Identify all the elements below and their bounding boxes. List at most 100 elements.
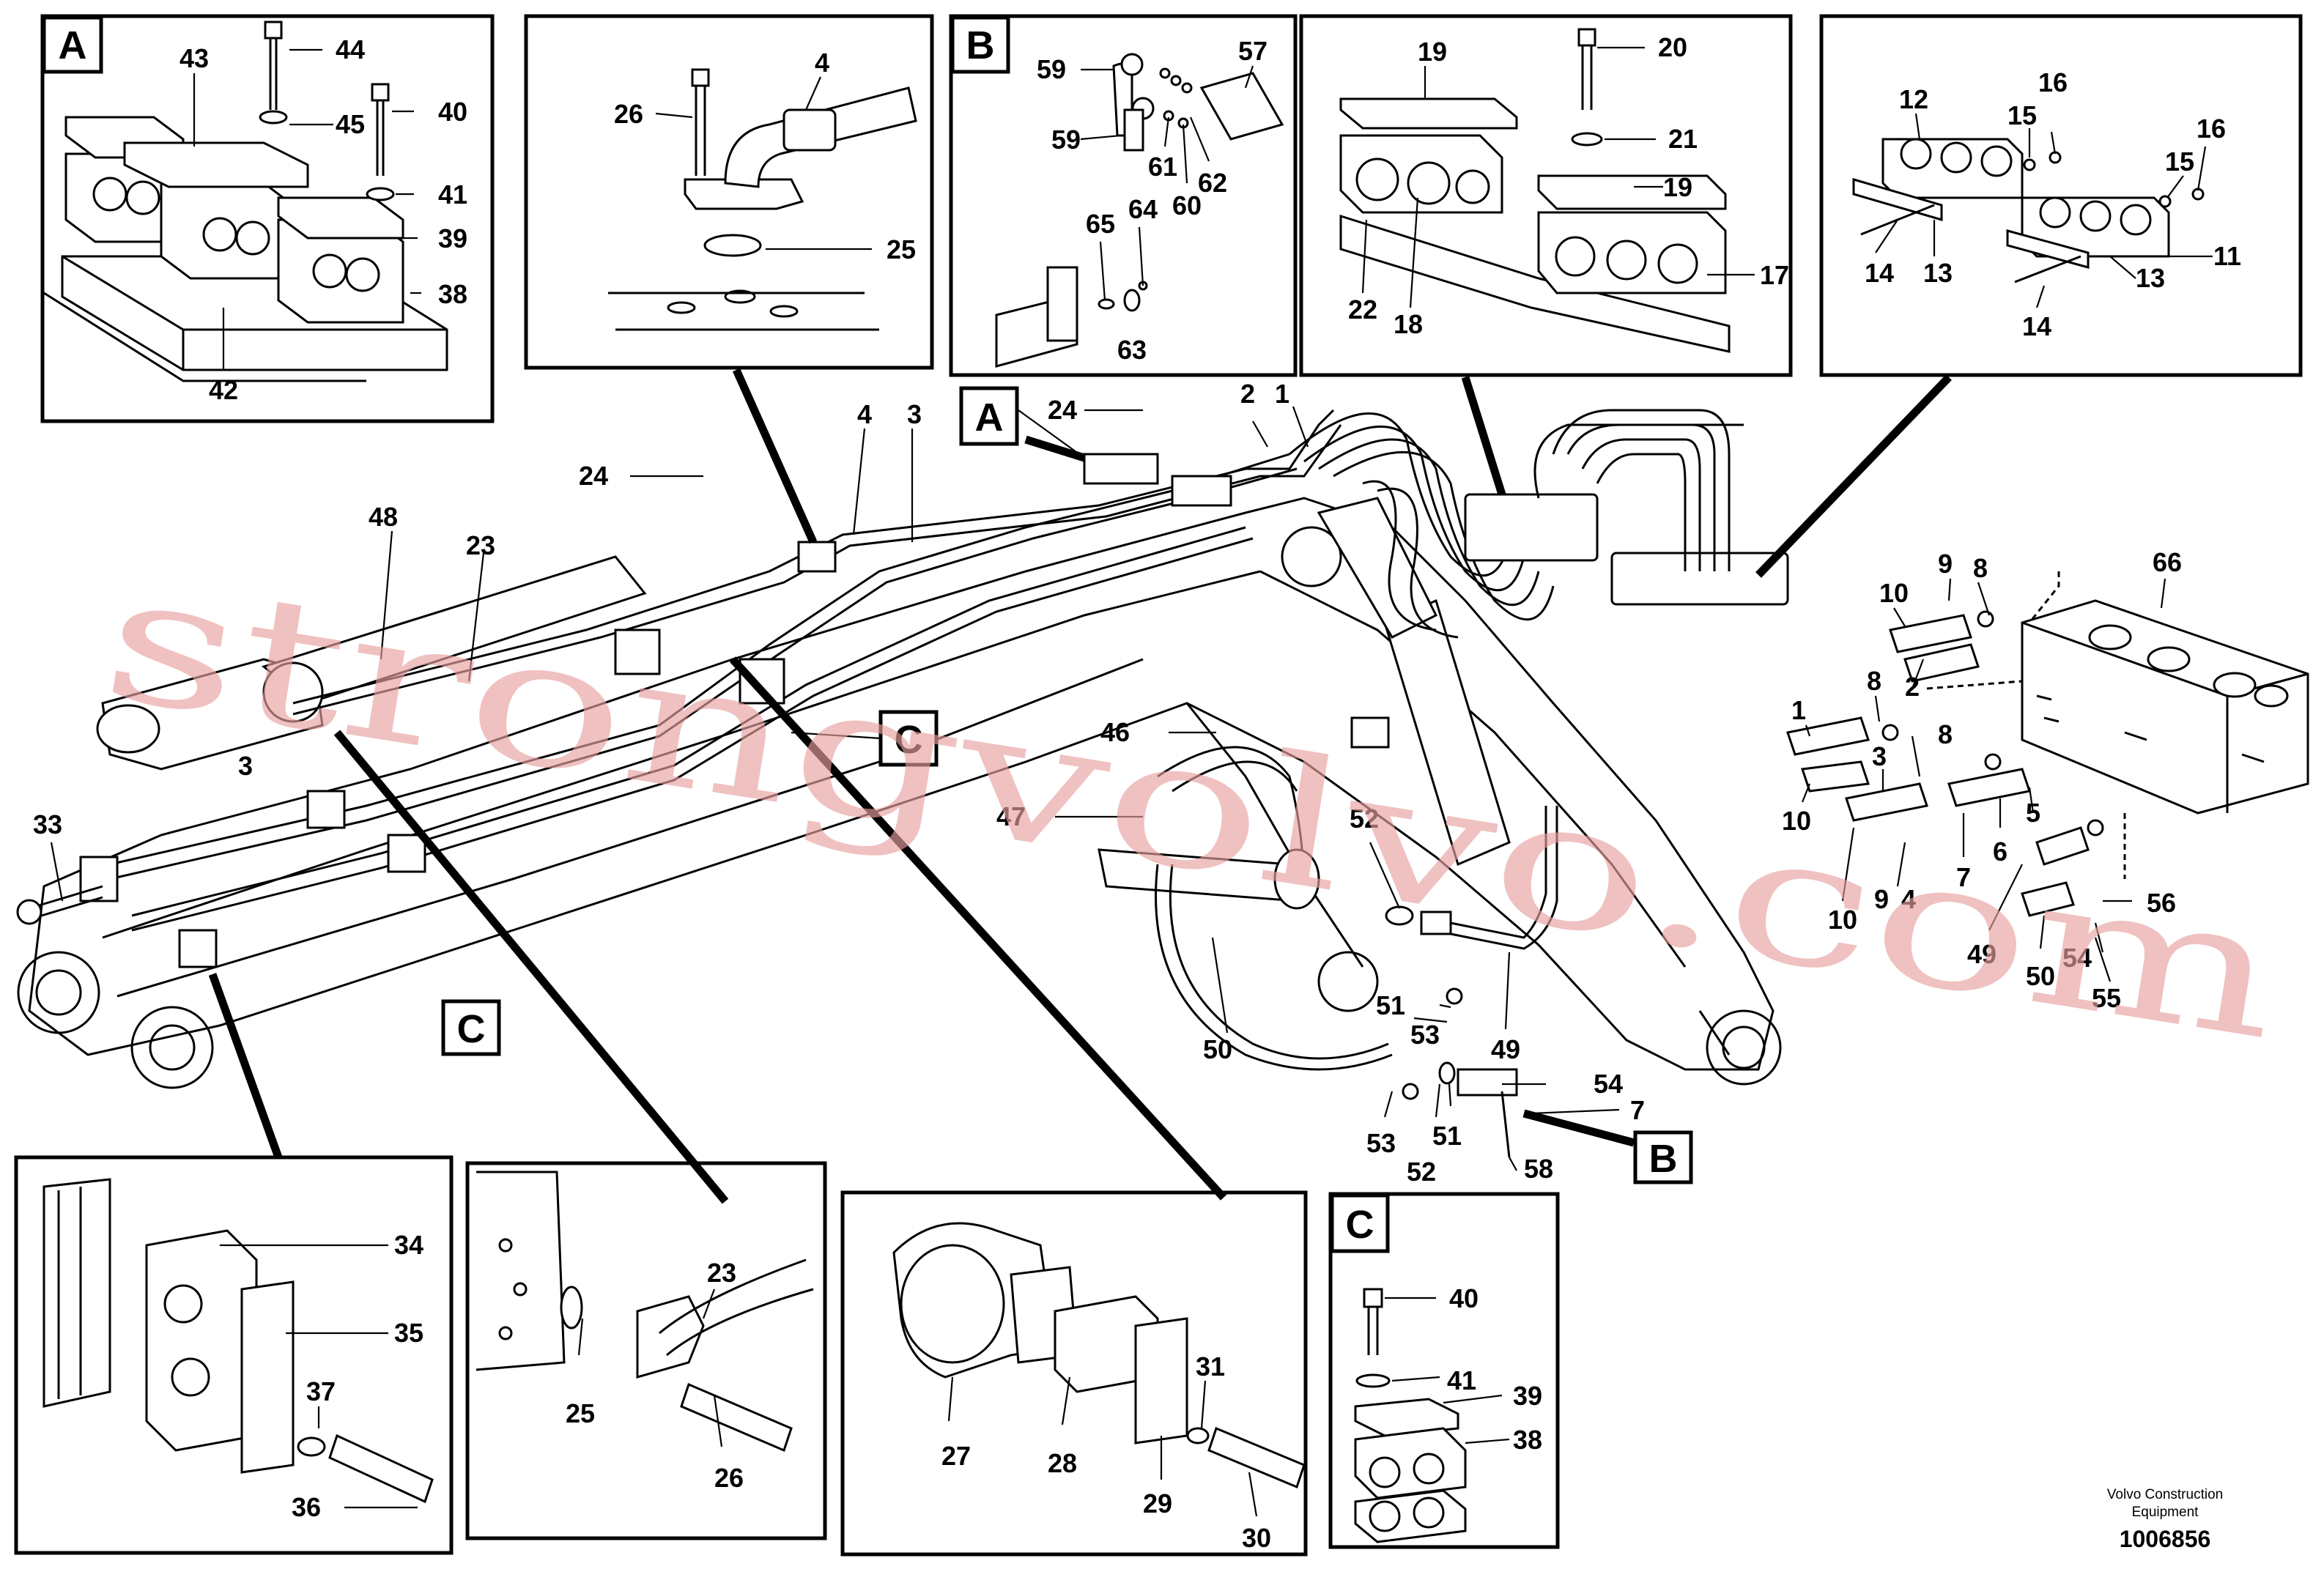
label-25: 25 bbox=[566, 1398, 595, 1428]
label-44: 44 bbox=[336, 34, 365, 64]
callout-a: A bbox=[975, 396, 1004, 439]
label-17: 17 bbox=[1760, 260, 1789, 290]
label-37: 37 bbox=[306, 1376, 336, 1406]
detail-panel-pipe-flange bbox=[524, 14, 934, 370]
label-45: 45 bbox=[336, 109, 365, 139]
label-38: 38 bbox=[1513, 1425, 1542, 1455]
company-line-1: Volvo Construction bbox=[2107, 1487, 2223, 1502]
label-20: 20 bbox=[1658, 32, 1687, 62]
label-41: 41 bbox=[438, 179, 467, 209]
detail-pointers bbox=[208, 368, 1952, 1204]
label-48: 48 bbox=[369, 502, 398, 532]
footer: Volvo Construction Equipment 1006856 bbox=[2107, 1487, 2223, 1552]
callout-c-lower: C bbox=[457, 1007, 486, 1051]
label-51: 51 bbox=[1432, 1121, 1462, 1151]
detail-panel-clamp-pair bbox=[1819, 14, 2303, 377]
label-19: 19 bbox=[1663, 172, 1692, 202]
detail-b-tag: B bbox=[966, 23, 995, 67]
label-24: 24 bbox=[1048, 395, 1077, 425]
label-10: 10 bbox=[1782, 806, 1811, 836]
label-7: 7 bbox=[1956, 862, 1971, 892]
label-53: 53 bbox=[1410, 1020, 1440, 1050]
label-66: 66 bbox=[2153, 547, 2182, 577]
label-3: 3 bbox=[238, 751, 253, 781]
callout-tags: A C C B bbox=[441, 386, 1693, 1184]
label-27: 27 bbox=[941, 1441, 971, 1471]
label-55: 55 bbox=[2092, 983, 2121, 1013]
label-5: 5 bbox=[2026, 798, 2040, 828]
label-1: 1 bbox=[1791, 695, 1806, 725]
label-14: 14 bbox=[1865, 258, 1894, 288]
label-26: 26 bbox=[714, 1463, 744, 1493]
label-54: 54 bbox=[2062, 943, 2092, 973]
label-8: 8 bbox=[1938, 719, 1953, 749]
label-59: 59 bbox=[1037, 54, 1066, 84]
label-9: 9 bbox=[1938, 549, 1953, 579]
label-1: 1 bbox=[1275, 379, 1289, 409]
detail-panel-a: A bbox=[40, 14, 495, 423]
leader-lines bbox=[50, 46, 2213, 1517]
label-9: 9 bbox=[1874, 884, 1889, 914]
label-21: 21 bbox=[1668, 124, 1698, 154]
label-31: 31 bbox=[1196, 1351, 1225, 1381]
label-46: 46 bbox=[1100, 717, 1130, 747]
label-15: 15 bbox=[2007, 100, 2037, 130]
label-11: 11 bbox=[2213, 241, 2241, 271]
label-42: 42 bbox=[209, 375, 238, 405]
detail-a-tag: A bbox=[59, 23, 87, 67]
label-2: 2 bbox=[1240, 379, 1255, 409]
label-16: 16 bbox=[2038, 67, 2068, 97]
valve-block bbox=[1786, 571, 2309, 917]
label-29: 29 bbox=[1143, 1488, 1172, 1518]
label-50: 50 bbox=[2026, 961, 2055, 991]
label-57: 57 bbox=[1238, 36, 1268, 66]
label-52: 52 bbox=[1407, 1157, 1436, 1187]
label-50: 50 bbox=[1203, 1034, 1232, 1064]
label-23: 23 bbox=[466, 530, 495, 560]
label-10: 10 bbox=[1828, 905, 1857, 935]
label-3: 3 bbox=[907, 399, 922, 429]
label-13: 13 bbox=[2136, 263, 2165, 293]
label-35: 35 bbox=[394, 1318, 423, 1348]
detail-panel-pipe-union bbox=[465, 1161, 827, 1540]
label-19: 19 bbox=[1418, 37, 1447, 67]
label-4: 4 bbox=[1901, 884, 1916, 914]
label-49: 49 bbox=[1491, 1034, 1520, 1064]
label-25: 25 bbox=[887, 234, 916, 264]
label-60: 60 bbox=[1172, 190, 1202, 220]
detail-panel-hose-clamp bbox=[840, 1190, 1308, 1557]
label-2: 2 bbox=[1905, 672, 1920, 702]
label-40: 40 bbox=[438, 97, 467, 127]
label-10: 10 bbox=[1879, 578, 1909, 608]
label-53: 53 bbox=[1366, 1128, 1396, 1158]
label-41: 41 bbox=[1447, 1365, 1476, 1395]
label-8: 8 bbox=[1867, 666, 1881, 696]
callout-b: B bbox=[1649, 1137, 1678, 1181]
callout-c-upper: C bbox=[895, 718, 923, 762]
label-6: 6 bbox=[1993, 837, 2007, 867]
detail-panel-b: B bbox=[949, 14, 1298, 377]
company-line-2: Equipment bbox=[2132, 1505, 2199, 1520]
label-18: 18 bbox=[1394, 309, 1423, 339]
label-24: 24 bbox=[579, 461, 608, 491]
label-28: 28 bbox=[1048, 1448, 1077, 1478]
label-4: 4 bbox=[815, 48, 829, 78]
label-15: 15 bbox=[2165, 146, 2194, 177]
label-62: 62 bbox=[1198, 168, 1227, 198]
part-number-labels: 43 44 45 40 41 39 38 42 26 4 25 59 59 57… bbox=[33, 32, 2241, 1553]
label-64: 64 bbox=[1128, 194, 1158, 224]
detail-panel-c: C bbox=[1328, 1192, 1560, 1549]
label-36: 36 bbox=[292, 1492, 321, 1522]
label-30: 30 bbox=[1242, 1523, 1271, 1553]
label-16: 16 bbox=[2197, 114, 2226, 144]
label-34: 34 bbox=[394, 1230, 423, 1260]
label-13: 13 bbox=[1923, 258, 1953, 288]
label-61: 61 bbox=[1148, 152, 1177, 182]
label-59: 59 bbox=[1051, 125, 1081, 155]
label-40: 40 bbox=[1449, 1283, 1479, 1313]
drawing-number: 1006856 bbox=[2120, 1526, 2211, 1552]
label-14: 14 bbox=[2022, 311, 2051, 341]
detail-panel-clamp-bar bbox=[1299, 14, 1793, 377]
label-47: 47 bbox=[996, 801, 1026, 831]
